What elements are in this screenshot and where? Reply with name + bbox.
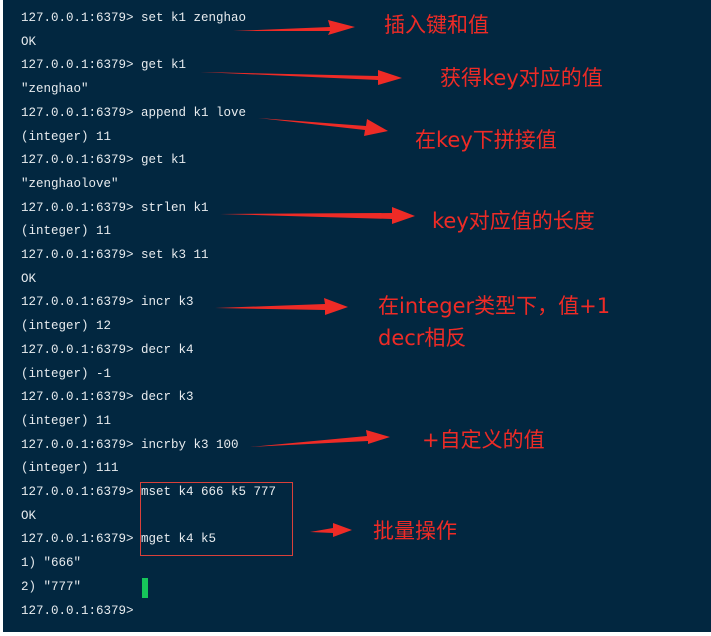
output-line: OK (21, 34, 37, 49)
output-line: 1) "666" (21, 556, 82, 571)
command-line: 127.0.0.1:6379> mset k4 666 k5 777 (21, 485, 277, 499)
note-strlen: key对应值的长度 (432, 209, 595, 233)
note-batch: 批量操作 (373, 519, 457, 543)
arrow-icon (200, 70, 402, 85)
highlight-box (140, 482, 293, 556)
arrow-icon (220, 207, 415, 224)
output-line: (integer) 11 (21, 413, 112, 428)
output-line: OK (21, 508, 37, 523)
output-line: (integer) -1 (21, 366, 112, 381)
note-decr: decr相反 (378, 326, 467, 350)
command-line: 127.0.0.1:6379> incrby k3 100 (21, 437, 239, 452)
note-set: 插入键和值 (384, 13, 489, 37)
command-line: 127.0.0.1:6379> get k1 (21, 58, 187, 73)
output-line: (integer) 111 (21, 461, 119, 476)
output-line: OK (21, 271, 37, 286)
note-get: 获得key对应的值 (440, 66, 603, 90)
command-line: 127.0.0.1:6379> decr k4 (21, 342, 194, 357)
output-line: "zenghaolove" (21, 176, 119, 191)
arrow-icon (233, 20, 355, 35)
command-line: 127.0.0.1:6379> decr k3 (21, 390, 194, 405)
output-line: "zenghao" (21, 82, 89, 97)
output-line: 2) "777" (21, 579, 82, 594)
note-append: 在key下拼接值 (415, 128, 557, 152)
command-line: 127.0.0.1:6379> incr k3 (21, 295, 194, 310)
command-line: 127.0.0.1:6379> set k1 zenghao (21, 11, 247, 25)
command-line: 127.0.0.1:6379> get k1 (21, 153, 187, 168)
note-incr: 在integer类型下，值+1 (378, 294, 611, 318)
command-line: 127.0.0.1:6379> strlen k1 (21, 200, 209, 215)
note-incrby: +自定义的值 (422, 428, 545, 452)
output-line: (integer) 12 (21, 319, 112, 334)
terminal-window[interactable] (3, 0, 711, 632)
arrow-icon (310, 523, 352, 537)
output-line: (integer) 11 (21, 129, 112, 144)
command-line: 127.0.0.1:6379> mget k4 k5 (21, 532, 217, 547)
terminal-cursor (142, 578, 148, 598)
arrow-icon (215, 298, 348, 315)
command-line: 127.0.0.1:6379> set k3 11 (21, 248, 209, 262)
arrow-icon (258, 118, 388, 136)
command-line: 127.0.0.1:6379> (21, 603, 134, 618)
output-line: (integer) 11 (21, 224, 112, 239)
command-line: 127.0.0.1:6379> append k1 love (21, 105, 247, 120)
arrow-icon (250, 430, 390, 447)
